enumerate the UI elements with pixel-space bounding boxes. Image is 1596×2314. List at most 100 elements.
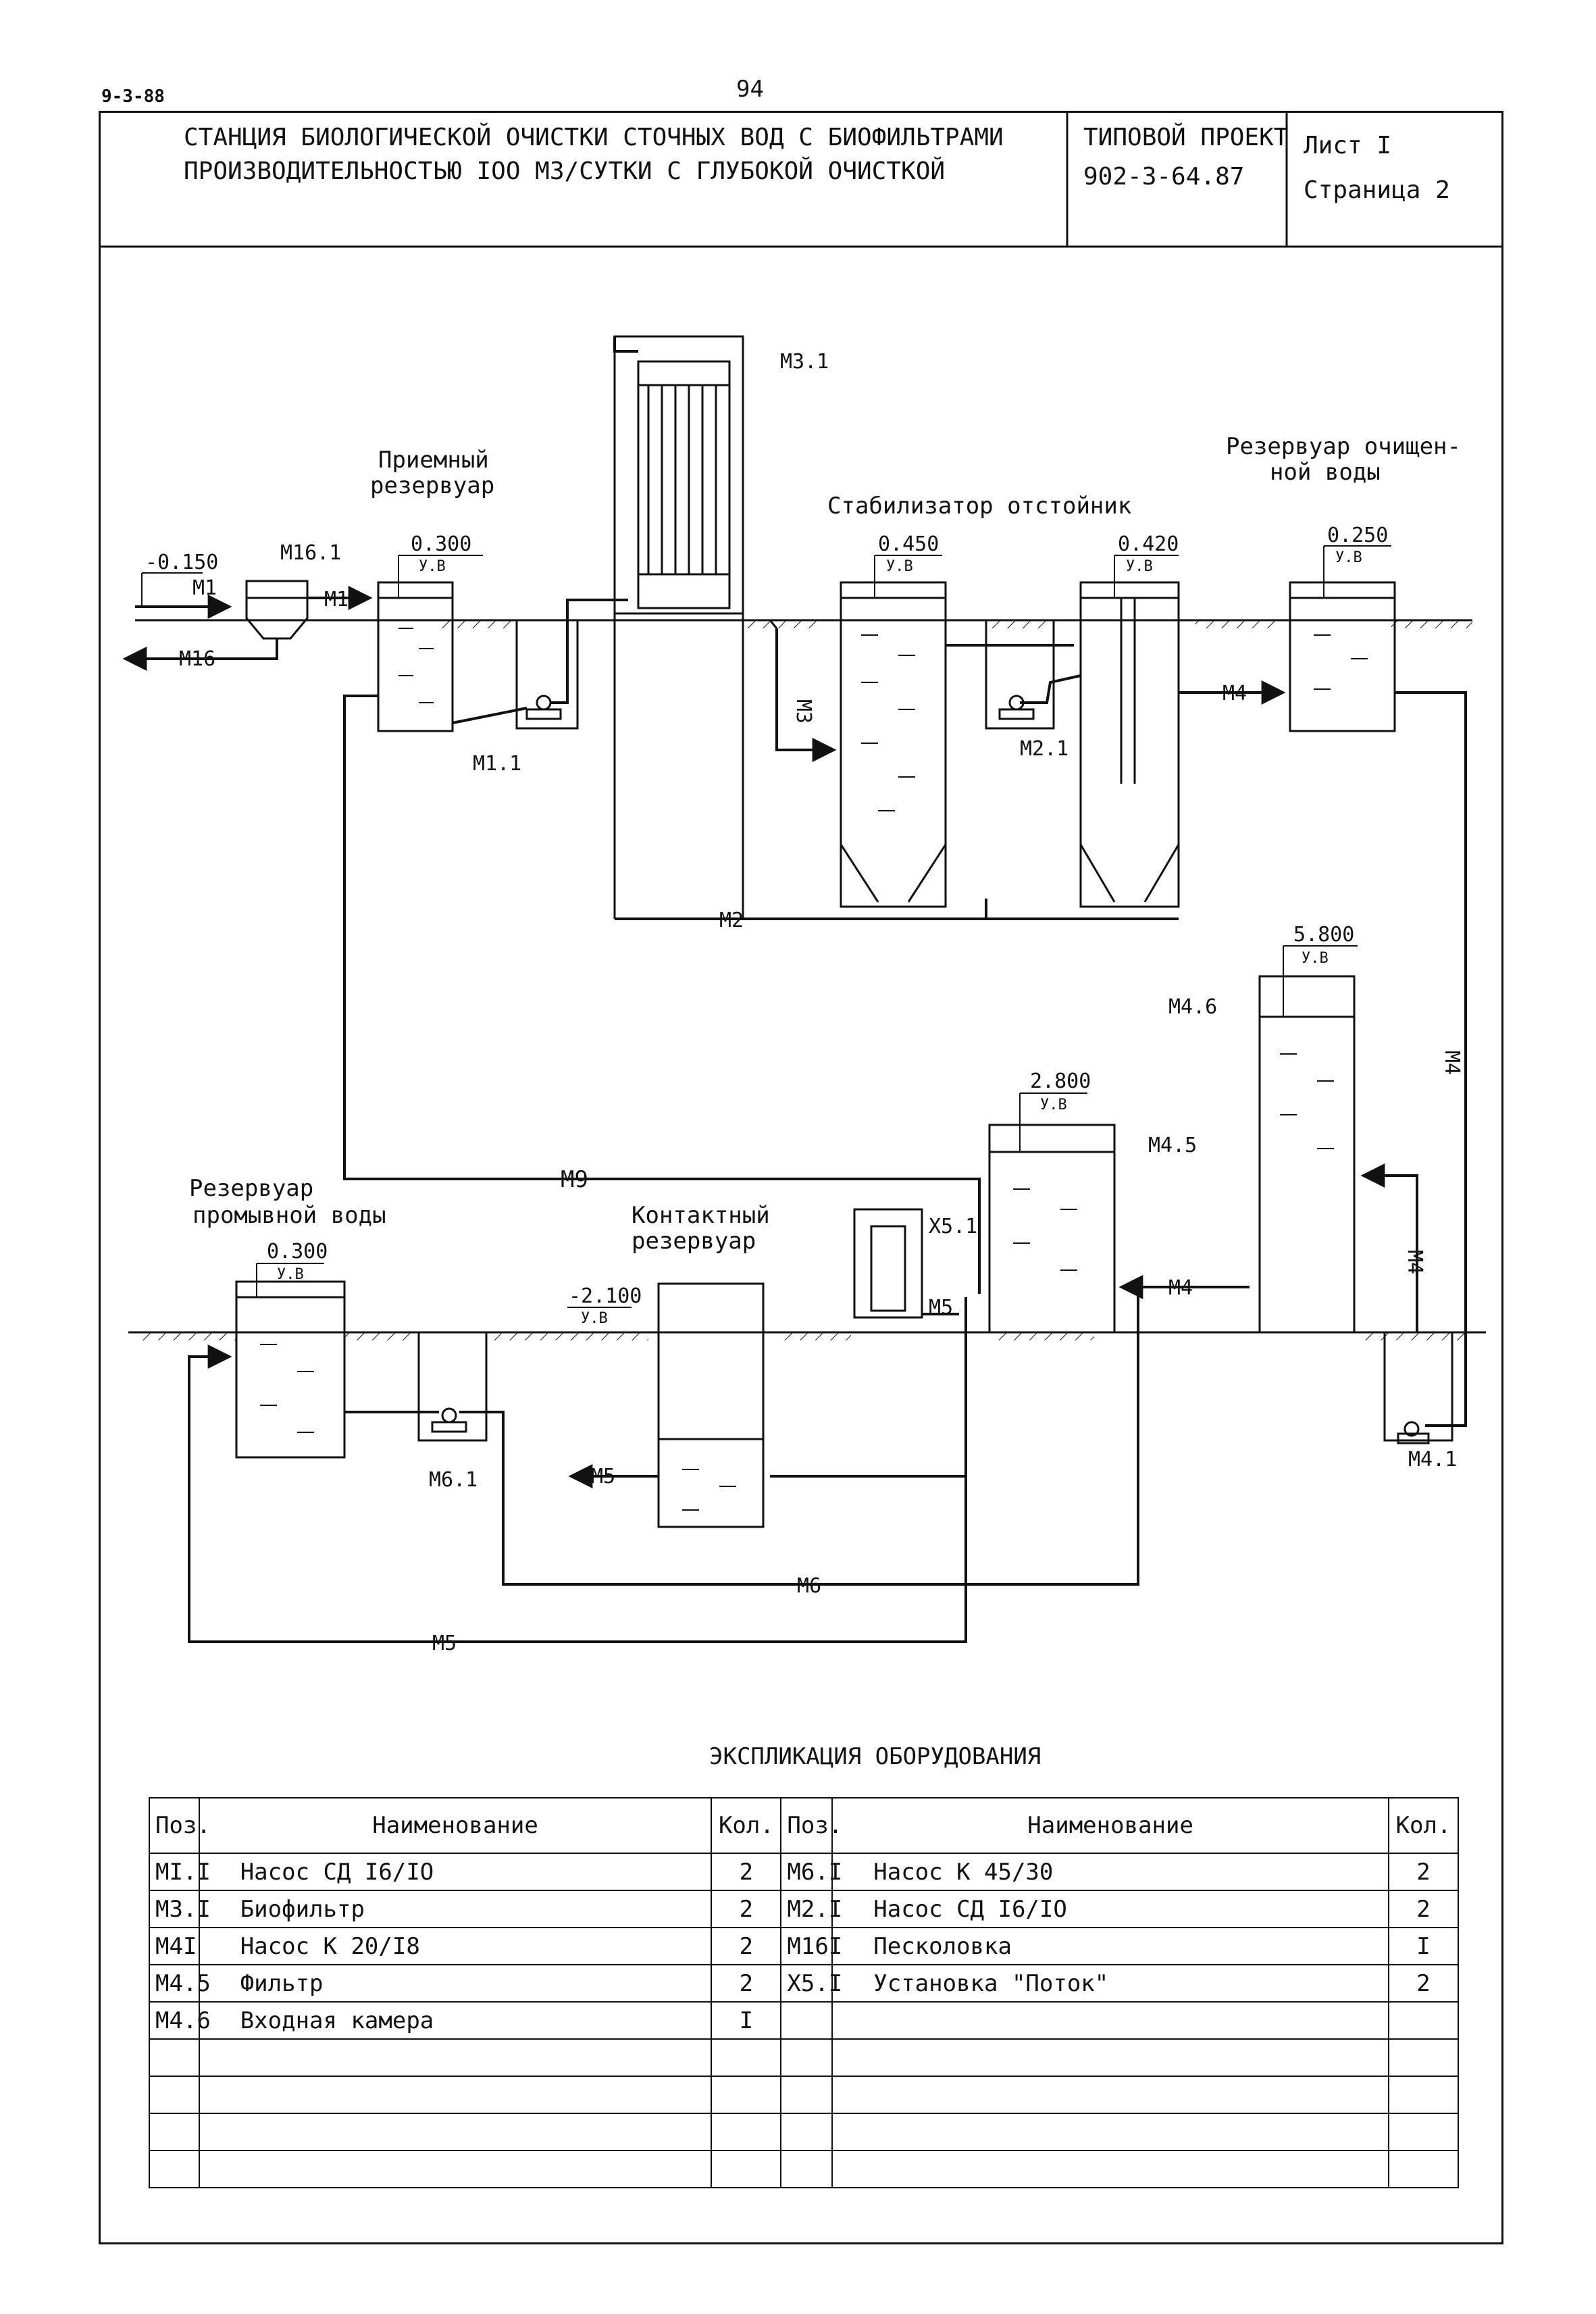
tag-m16: M16 <box>179 647 215 671</box>
elev-stabilizer: 0.450 <box>878 532 939 556</box>
cell-name-2 <box>831 2001 1389 2040</box>
title-block <box>99 111 1503 248</box>
cell-name: Входная камера <box>198 2001 713 2040</box>
project-label: ТИПОВОЙ ПРОЕКТ <box>1083 124 1289 151</box>
header-name-2: Наименование <box>831 1797 1389 1854</box>
tag-m4-5: M4.5 <box>1148 1134 1197 1157</box>
cell-qty-2 <box>1388 2076 1459 2114</box>
header-qty-2: Кол. <box>1388 1797 1459 1854</box>
diagram-captions: Приемный резервуар Стабилизатор отстойни… <box>189 433 1461 1255</box>
cell-qty <box>711 2038 782 2077</box>
tag-m5-return: M5 <box>432 1632 457 1655</box>
cell-name-2 <box>831 2076 1389 2114</box>
cell-pos: M3.I <box>149 1890 211 1928</box>
tag-m5-outlet: M5 <box>591 1465 615 1488</box>
caption-receiving-1: Приемный <box>378 447 489 474</box>
tag-m3-1: M3.1 <box>780 350 829 374</box>
level-mark-stabilizer: У.В <box>886 558 913 575</box>
cell-name-2: Установка "Поток" <box>831 1964 1389 2003</box>
cell-qty-2 <box>1388 2038 1459 2077</box>
sand-trap <box>245 580 309 640</box>
cell-name-2: Песколовка <box>831 1927 1389 1965</box>
pump-pit-m2 <box>985 619 1055 730</box>
cell-name-2: Насос СД I6/IO <box>831 1890 1389 1928</box>
elevation-marks <box>141 545 1391 1439</box>
cell-pos: M4I <box>149 1927 200 1965</box>
tag-m4-1: M4.1 <box>1408 1448 1457 1472</box>
caption-wash-water-2: промывной воды <box>192 1202 386 1229</box>
cell-pos <box>149 2076 200 2114</box>
level-mark-contact: У.В <box>581 1310 608 1327</box>
cell-name: Биофильтр <box>198 1890 713 1928</box>
cell-pos <box>149 2150 200 2188</box>
cell-pos-2 <box>780 2001 833 2040</box>
cell-pos-2: M2.I <box>780 1890 842 1928</box>
cell-name <box>198 2113 713 2151</box>
header-name: Наименование <box>198 1797 713 1854</box>
cell-pos-2 <box>780 2076 833 2114</box>
wash-water-tank <box>235 1280 346 1459</box>
elev-tower: 5.800 <box>1293 923 1354 947</box>
pump-pit-m1 <box>515 619 579 730</box>
header-pos-2: Поз. <box>780 1797 842 1854</box>
table-header-row: Поз. Наименование Кол. Поз. Наименование… <box>149 1797 1459 1854</box>
page-number: 94 <box>736 76 764 103</box>
header-pos: Поз. <box>149 1797 211 1854</box>
stabilizer-settler <box>840 581 947 908</box>
tag-m16-1: M16.1 <box>280 541 341 565</box>
cell-pos <box>149 2038 200 2077</box>
clean-water-tank <box>1289 581 1396 732</box>
elev-filter: 2.800 <box>1030 1070 1091 1093</box>
cell-pos: MI.I <box>149 1853 211 1891</box>
biofilter-tower <box>613 335 778 919</box>
cell-qty <box>711 2076 782 2114</box>
tag-m4-6: M4.6 <box>1168 995 1217 1019</box>
tag-m4-lower: M4 <box>1168 1276 1193 1300</box>
cell-qty <box>711 2150 782 2188</box>
elev-settler: 0.420 <box>1118 532 1179 556</box>
tag-m6: M6 <box>797 1574 821 1598</box>
cell-pos: M4.5 <box>149 1964 211 2003</box>
cell-name <box>198 2150 713 2188</box>
cell-pos-2 <box>780 2150 833 2188</box>
cell-name: Фильтр <box>198 1964 713 2003</box>
table-row <box>149 2150 1459 2188</box>
cell-qty <box>711 2113 782 2151</box>
elev-clean-water: 0.250 <box>1327 524 1388 547</box>
level-mark-receiving: У.В <box>419 558 446 575</box>
cell-qty: 2 <box>711 1927 782 1965</box>
cell-pos-2 <box>780 2038 833 2077</box>
tag-m1-to-tank: M1 <box>324 588 349 611</box>
level-mark-filter: У.В <box>1040 1097 1067 1113</box>
elev-wash-water: 0.300 <box>267 1240 328 1263</box>
caption-contact-1: Контактный <box>632 1202 770 1229</box>
cell-name: Насос К 20/I8 <box>198 1927 713 1965</box>
elev-contact: -2.100 <box>569 1284 642 1308</box>
cell-pos-2: M16I <box>780 1927 842 1965</box>
page-label: Страница 2 <box>1304 176 1450 204</box>
cell-qty-2: 2 <box>1388 1964 1459 2003</box>
level-mark-clean: У.В <box>1335 549 1362 566</box>
table-row <box>149 2038 1459 2077</box>
drawing-title-line-2: ПРОИЗВОДИТЕЛЬНОСТЬЮ IOO M3/СУТКИ С ГЛУБО… <box>184 157 946 185</box>
tag-m5-potok: M5 <box>929 1296 953 1319</box>
equipment-tags: M1 M16.1 M1 M16 M1.1 M3.1 M3 M2 M2.1 M4 … <box>179 350 1464 1655</box>
cell-qty-2: 2 <box>1388 1890 1459 1928</box>
secondary-settler <box>1079 581 1180 908</box>
equipment-table-title: ЭКСПЛИКАЦИЯ ОБОРУДОВАНИЯ <box>709 1743 1041 1770</box>
cell-name-2 <box>831 2150 1389 2188</box>
document-code: 9-3-88 <box>101 86 165 107</box>
cell-pos-2 <box>780 2113 833 2151</box>
tag-x5-1: X5.1 <box>929 1215 977 1238</box>
cell-name-2 <box>831 2038 1389 2077</box>
cell-qty-2 <box>1388 2150 1459 2188</box>
tag-m9: M9 <box>561 1166 588 1193</box>
tag-m6-1: M6.1 <box>429 1468 478 1492</box>
cell-qty-2 <box>1388 2001 1459 2040</box>
tag-m2: M2 <box>719 909 744 932</box>
